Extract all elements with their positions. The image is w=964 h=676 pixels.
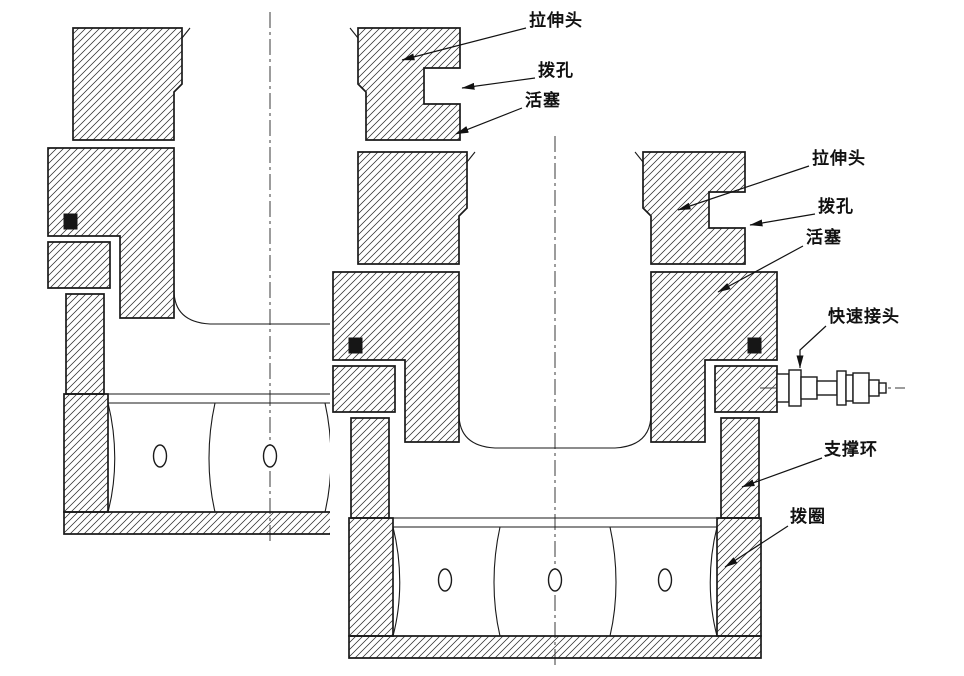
label-quick-coupling: 快速接头 (828, 307, 900, 327)
label-support-ring: 支撑环 (824, 440, 878, 460)
label-tension-head-right: 拉伸头 (812, 149, 866, 169)
label-dial-hole-left: 拨孔 (538, 61, 574, 81)
leader-tension-head-right (677, 165, 810, 211)
label-tension-head-left: 拉伸头 (529, 11, 583, 31)
label-dial-ring: 拨圈 (790, 507, 826, 527)
leader-dial-hole-right (749, 213, 816, 227)
quick-coupling-fitting (760, 369, 905, 407)
label-piston-right: 活塞 (806, 228, 842, 248)
cross-section-view-right (332, 135, 905, 667)
label-dial-hole-right: 拨孔 (818, 197, 854, 217)
label-piston-left: 活塞 (525, 91, 561, 111)
leader-piston-right (717, 245, 804, 293)
leader-support-ring (741, 457, 823, 488)
leader-quick-coupling (796, 325, 827, 369)
leader-dial-hole-left (461, 77, 536, 90)
leader-tension-head-left (401, 27, 527, 61)
leader-lines (401, 27, 827, 568)
leader-dial-ring (724, 525, 789, 568)
leader-piston-left (455, 107, 523, 135)
